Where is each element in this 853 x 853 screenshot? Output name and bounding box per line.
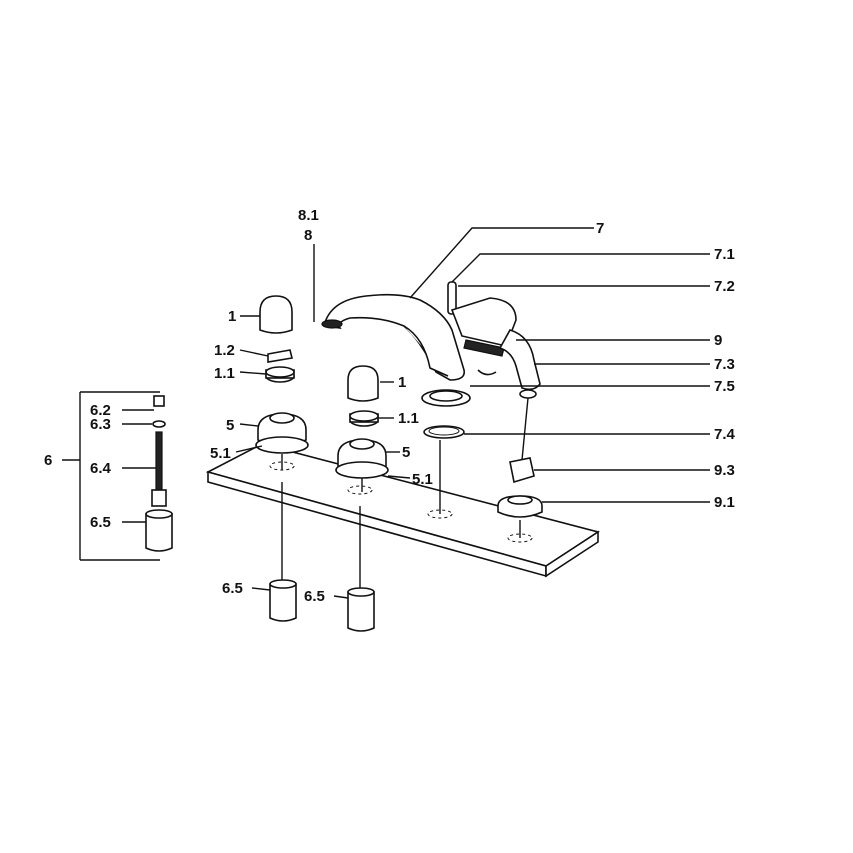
label-9: 9 [714,332,722,349]
label-6-2: 6.2 [90,402,111,419]
hose-connector [497,397,543,538]
label-6-5-group: 6.5 [90,514,111,531]
label-7-5: 7.5 [714,378,735,395]
lower-stud-left [269,482,297,622]
leader-lines [122,227,710,599]
label-6-3: 6.3 [90,416,111,433]
label-6: 6 [44,452,52,469]
label-1-left: 1 [228,308,236,325]
label-8-1: 8.1 [298,207,319,224]
label-6-5-b: 6.5 [304,588,325,605]
label-7-3: 7.3 [714,356,735,373]
label-1-mid: 1 [398,374,406,391]
label-1-2: 1.2 [214,342,235,359]
lower-stud-right [347,506,375,632]
label-7-1: 7.1 [714,246,735,263]
mounting-plate [205,443,600,578]
label-6-5-a: 6.5 [222,580,243,597]
faucet-spout [321,293,466,381]
label-5-left: 5 [226,417,234,434]
label-7-2: 7.2 [714,278,735,295]
middle-handle-assembly [335,365,389,492]
label-1-1-mid: 1.1 [398,410,419,427]
label-1-1-left: 1.1 [214,365,235,382]
label-7: 7 [596,220,604,237]
label-5-mid: 5 [402,444,410,461]
spray-head-assembly [447,281,541,399]
gasket-set [421,389,471,514]
label-5-1-left: 5.1 [210,445,231,462]
tie-rod-assembly [62,391,173,561]
label-8: 8 [304,227,312,244]
left-handle-assembly [255,295,309,470]
label-9-1: 9.1 [714,494,735,511]
label-5-1-mid: 5.1 [412,471,433,488]
label-9-3: 9.3 [714,462,735,479]
label-7-4: 7.4 [714,426,736,443]
label-6-4: 6.4 [90,460,112,477]
